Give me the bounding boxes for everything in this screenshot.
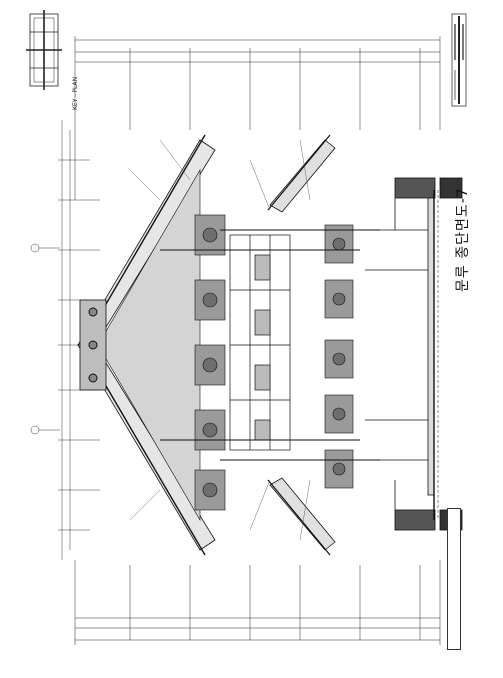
bracket-clusters-lower [324,224,354,489]
key-plan-label: KEY - PLAN [72,76,79,110]
annotation-leaders [129,139,311,541]
stone-walls [394,177,463,531]
top-dimension-lines [74,36,441,200]
bottom-dimension-lines [74,560,441,645]
bracket-clusters-upper [194,214,226,511]
title-block [451,13,467,107]
notes-box [447,508,461,650]
roof-structure-lower [267,134,336,556]
beam-lines [160,229,380,461]
upper-storey-frame [229,234,291,451]
ground-line [433,190,439,520]
drawing-title: 문루 종단면도-7 [455,187,471,292]
key-plan-diagram [26,10,62,90]
roof-structure-upper [77,134,216,556]
